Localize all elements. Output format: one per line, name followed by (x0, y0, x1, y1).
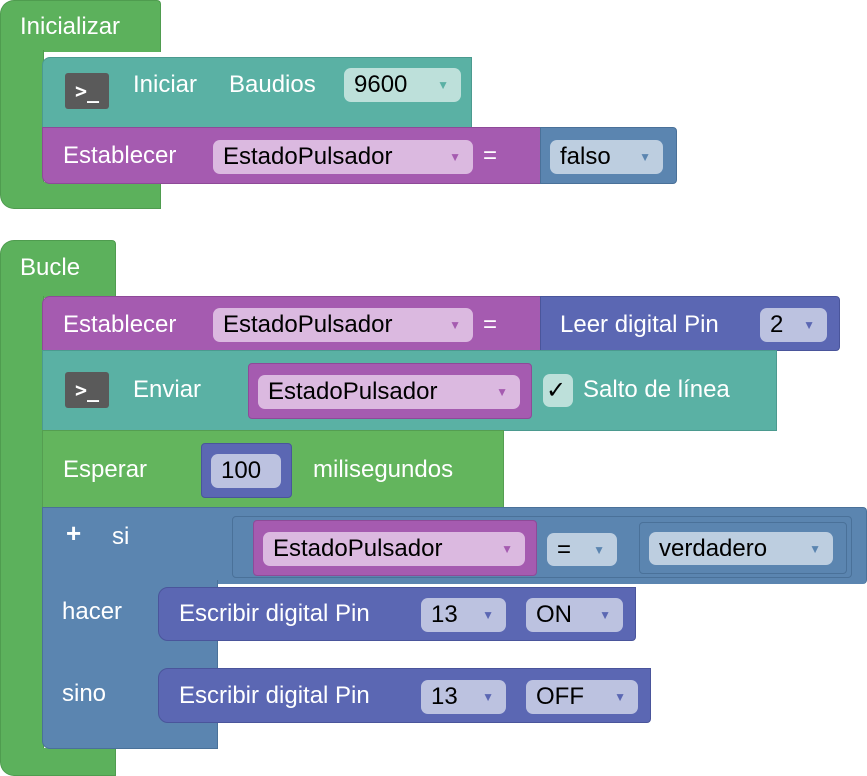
init-block-arm (0, 50, 44, 190)
do-label: hacer (62, 598, 123, 625)
variable-get-block[interactable]: EstadoPulsador ▼ (253, 520, 537, 576)
state-dropdown[interactable]: ON ▼ (526, 598, 623, 632)
loop-title: Bucle (20, 254, 81, 281)
variable-dropdown[interactable]: EstadoPulsador ▼ (213, 308, 473, 342)
dropdown-arrow-icon: ▼ (803, 318, 815, 332)
baud-dropdown[interactable]: 9600 ▼ (344, 68, 461, 102)
init-block-bottom (0, 182, 161, 209)
mutator-plus-icon[interactable]: + (66, 518, 82, 548)
dropdown-arrow-icon: ▼ (482, 608, 494, 622)
boolean-dropdown[interactable]: falso ▼ (550, 140, 663, 174)
dropdown-arrow-icon: ▼ (482, 690, 494, 704)
dropdown-arrow-icon: ▼ (593, 543, 605, 557)
terminal-icon: >_ (65, 73, 109, 109)
delay-block[interactable]: Esperar 100 milisegundos (42, 430, 504, 508)
variable-value: EstadoPulsador (268, 378, 438, 405)
set-variable-block[interactable]: Establecer EstadoPulsador ▼ = (42, 296, 542, 351)
variable-dropdown[interactable]: EstadoPulsador ▼ (213, 140, 473, 174)
digital-write-block[interactable]: Escribir digital Pin 13 ▼ ON ▼ (158, 587, 636, 641)
dropdown-arrow-icon: ▼ (614, 690, 626, 704)
digital-write-label: Escribir digital Pin (179, 600, 370, 627)
dropdown-arrow-icon: ▼ (501, 542, 513, 556)
number-value: 100 (221, 457, 262, 484)
digital-write-block[interactable]: Escribir digital Pin 13 ▼ OFF ▼ (158, 668, 651, 723)
dropdown-arrow-icon: ▼ (599, 608, 611, 622)
equals-label: = (483, 142, 498, 169)
loop-block-arm (0, 296, 44, 751)
baud-label: Baudios (229, 71, 316, 98)
compare-block[interactable]: EstadoPulsador▼ =▼ verdadero▼ (232, 516, 852, 578)
digital-write-label: Escribir digital Pin (179, 682, 370, 709)
pin-dropdown[interactable]: 13 ▼ (421, 598, 506, 632)
serial-begin-label: Iniciar (133, 71, 198, 98)
terminal-icon: >_ (65, 372, 109, 408)
baud-value: 9600 (354, 71, 408, 98)
loop-block-bottom (0, 748, 116, 776)
serial-begin-block[interactable]: >_ Iniciar Baudios 9600 ▼ (42, 57, 472, 128)
equals-label: = (483, 311, 498, 338)
dropdown-arrow-icon: ▼ (809, 542, 821, 556)
dropdown-arrow-icon: ▼ (437, 78, 449, 92)
dropdown-arrow-icon: ▼ (449, 318, 461, 332)
send-label: Enviar (133, 376, 202, 403)
variable-value: EstadoPulsador (223, 311, 393, 338)
set-variable-block[interactable]: Establecer EstadoPulsador ▼ = (42, 127, 542, 184)
set-label: Establecer (63, 311, 177, 338)
newline-checkbox[interactable]: ✓ (543, 374, 573, 407)
pin-value: 2 (770, 311, 784, 338)
wait-label: Esperar (63, 456, 148, 483)
check-icon: ✓ (546, 377, 567, 404)
pin-dropdown[interactable]: 13 ▼ (421, 680, 506, 714)
operator-value: = (557, 536, 572, 563)
variable-dropdown[interactable]: EstadoPulsador ▼ (263, 532, 525, 566)
operator-dropdown[interactable]: =▼ (547, 533, 617, 566)
variable-value: EstadoPulsador (223, 143, 393, 170)
number-block[interactable]: 100 (201, 443, 292, 498)
if-label: si (112, 523, 130, 550)
boolean-value: falso (560, 143, 611, 170)
pin-value: 13 (431, 683, 458, 710)
state-value: OFF (536, 683, 584, 710)
digital-read-block[interactable]: Leer digital Pin 2▼ (540, 296, 840, 351)
init-block[interactable] (0, 0, 161, 52)
pin-value: 13 (431, 601, 458, 628)
set-label: Establecer (63, 142, 177, 169)
boolean-value: verdadero (659, 535, 768, 562)
else-label: sino (62, 680, 107, 707)
variable-get-block[interactable]: EstadoPulsador ▼ (248, 363, 532, 419)
state-dropdown[interactable]: OFF ▼ (526, 680, 638, 714)
dropdown-arrow-icon: ▼ (639, 150, 651, 164)
dropdown-arrow-icon: ▼ (449, 150, 461, 164)
boolean-dropdown[interactable]: verdadero ▼ (649, 532, 833, 565)
number-input[interactable]: 100 (211, 454, 281, 488)
boolean-block[interactable]: falso ▼ (540, 127, 677, 184)
boolean-block[interactable]: verdadero ▼ (639, 522, 847, 574)
state-value: ON (536, 601, 572, 628)
unit-label: milisegundos (313, 456, 454, 483)
loop-block[interactable] (0, 240, 116, 298)
variable-dropdown[interactable]: EstadoPulsador ▼ (258, 375, 520, 409)
newline-label: Salto de línea (583, 376, 730, 403)
pin-dropdown[interactable]: 2▼ (760, 308, 827, 342)
variable-value: EstadoPulsador (273, 535, 443, 562)
dropdown-arrow-icon: ▼ (496, 385, 508, 399)
init-title: Inicializar (20, 13, 121, 40)
serial-print-block[interactable]: >_ Enviar EstadoPulsador ▼ ✓ Salto de lín… (42, 350, 777, 431)
digital-read-label: Leer digital Pin (560, 311, 719, 338)
